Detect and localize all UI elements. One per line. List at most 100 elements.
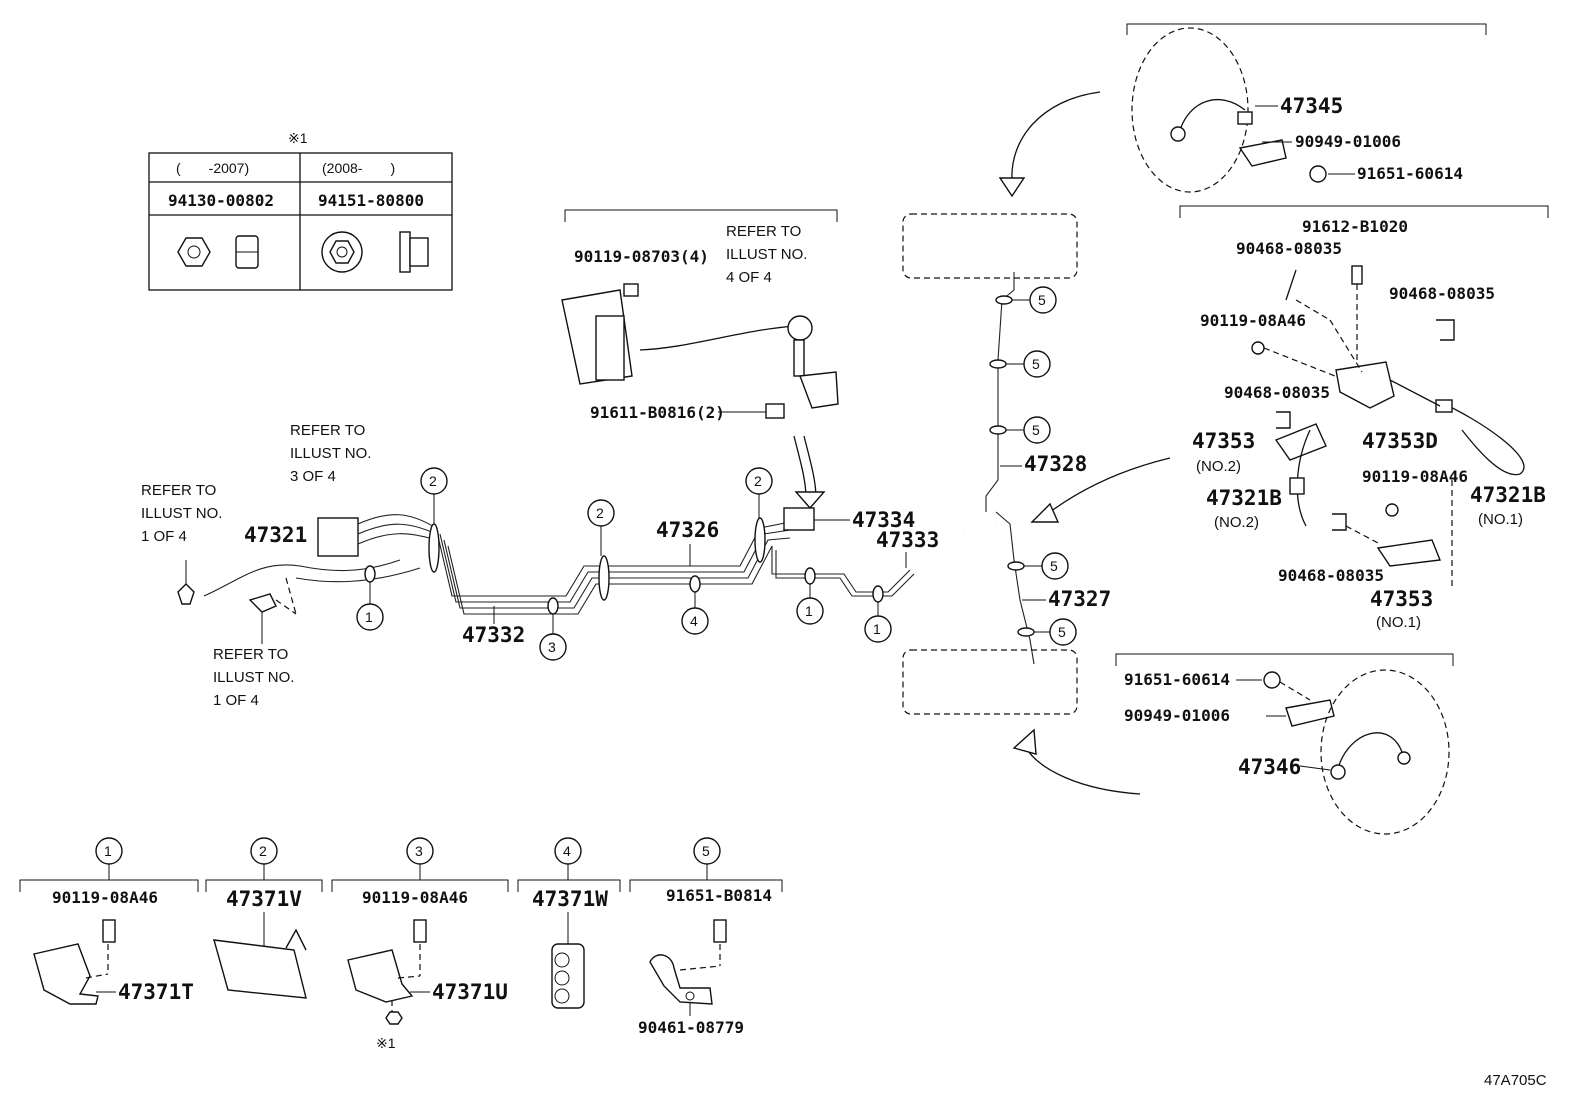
legend-2-top-part: 47371V (226, 887, 302, 911)
label-47321: 47321 (244, 523, 307, 547)
hex-nut-side-icon (235, 235, 259, 269)
callout-5-a: 5 (1012, 286, 1057, 314)
sensor-rod (639, 325, 797, 351)
svg-text:1: 1 (365, 609, 373, 625)
callout-2-c: 2 (745, 467, 773, 518)
bolt-91611-icon (765, 403, 785, 419)
arrow-down-sensor (794, 491, 826, 510)
nut-part-late: 94151-80800 (318, 191, 424, 210)
svg-text:2: 2 (754, 473, 762, 489)
legend-1-top-part: 90119-08A46 (52, 888, 158, 907)
label-90468-c: 90468-08035 (1224, 383, 1330, 402)
svg-text:1: 1 (873, 621, 881, 637)
svg-text:5: 5 (702, 843, 710, 859)
legend-5-part: 90461-08779 (638, 1018, 744, 1037)
clip-90461-icon (649, 954, 713, 1005)
label-90119-r2: 90119-08A46 (1362, 467, 1468, 486)
front-sensor-group: 47345 90949-01006 91651-60614 (1126, 23, 1487, 193)
rear-hose-group: 91612-B1020 90468-08035 90468-08035 9011… (1179, 205, 1549, 631)
legend-item-5: 5 91651-B0814 90461-08779 (629, 837, 783, 1037)
refer-4-line3: 4 OF 4 (726, 269, 772, 286)
refer-3-line2: ILLUST NO. (290, 445, 371, 462)
clamp-47371T-icon (33, 943, 99, 1005)
label-47353D: 47353D (1362, 429, 1438, 453)
label-47353-no2: 47353 (1192, 429, 1255, 453)
refer-4-line2: ILLUST NO. (726, 246, 807, 263)
label-91612: 91612-B1020 (1302, 217, 1408, 236)
bolt-icon-3 (413, 919, 427, 943)
callouts: 2 2 2 1 3 4 1 1 5 5 5 5 5 (356, 286, 1077, 661)
label-47327: 47327 (1048, 587, 1111, 611)
callout-5-e: 5 (1034, 618, 1077, 646)
clamp-47371U-icon (347, 949, 414, 1003)
label-90949-bot: 90949-01006 (1124, 706, 1230, 725)
callout-4: 4 (681, 592, 709, 635)
rear-sensor-group: 91651-60614 90949-01006 47346 (1115, 653, 1454, 835)
bolt-top-icon (1309, 165, 1327, 183)
nut-part-early: 94130-00802 (168, 191, 274, 210)
legend-1-part: 47371T (118, 980, 194, 1004)
tee-fitting (248, 593, 277, 613)
nut-table-note-mark: ※1 (288, 130, 308, 146)
label-47321B-no2: 47321B (1206, 486, 1282, 510)
diagram-code: 47A705C (1484, 1072, 1547, 1089)
arrow-top (1011, 91, 1101, 181)
clip-90468-b (1436, 319, 1455, 341)
clip-90468-d (1332, 513, 1347, 531)
callout-5-d: 5 (1024, 552, 1069, 580)
svg-text:5: 5 (1032, 422, 1040, 438)
refer-1-left-line2: ILLUST NO. (141, 505, 222, 522)
callout-5-b: 5 (1006, 350, 1051, 378)
nut-table: ※1 ( -2007) (2008- ) 94130-00802 94151-8… (148, 130, 453, 291)
bracket-47353-no2 (1274, 423, 1327, 461)
label-90119-r1: 90119-08A46 (1200, 311, 1306, 330)
label-47321B-no1: 47321B (1470, 483, 1546, 507)
clamp-legend: 1 90119-08A46 47371T 2 47371V 3 9011 (19, 837, 783, 1051)
svg-text:2: 2 (429, 473, 437, 489)
svg-text:4: 4 (563, 843, 571, 859)
svg-text:5: 5 (1050, 558, 1058, 574)
callout-1-c: 1 (864, 602, 892, 643)
label-91651-bot: 91651-60614 (1124, 670, 1230, 689)
bolt-bottom-icon (1263, 671, 1281, 689)
legend-item-3: 3 90119-08A46 47371U ※1 (331, 837, 509, 1051)
svg-text:2: 2 (259, 843, 267, 859)
label-no2-b: (NO.2) (1214, 514, 1259, 531)
svg-text:5: 5 (1032, 356, 1040, 372)
bracket-47353-no1 (1376, 539, 1441, 567)
bolt-91612-icon (1351, 265, 1363, 285)
callout-2-b: 2 (587, 499, 615, 556)
hex-nut-icon (177, 237, 211, 267)
label-47353-no1: 47353 (1370, 587, 1433, 611)
callout-2-a: 2 (420, 467, 448, 524)
label-90949-top: 90949-01006 (1295, 132, 1401, 151)
arrow-middle (1049, 457, 1171, 513)
dashed-box-bottom (902, 649, 1078, 715)
bracket-47353D (1335, 361, 1395, 409)
label-47328: 47328 (1024, 452, 1087, 476)
legend-3-part: 47371U (432, 980, 508, 1004)
legend-3-top-part: 90119-08A46 (362, 888, 468, 907)
label-90468-d: 90468-08035 (1278, 566, 1384, 585)
svg-text:1: 1 (805, 603, 813, 619)
callout-3: 3 (539, 614, 567, 661)
label-91651-top: 91651-60614 (1357, 164, 1463, 183)
label-no2-a: (NO.2) (1196, 458, 1241, 475)
sensor-joint-icon (787, 315, 813, 341)
svg-text:3: 3 (415, 843, 423, 859)
label-47346: 47346 (1238, 755, 1301, 779)
legend-4-top-part: 47371W (532, 887, 608, 911)
flange-nut-side-icon (399, 231, 429, 273)
sensor-wire-bottom (1337, 732, 1403, 769)
callout-5-c: 5 (1006, 416, 1051, 444)
label-47333: 47333 (876, 528, 939, 552)
clamp-47371W-icon (551, 943, 585, 1009)
bracket-bottom (1285, 699, 1335, 727)
refer-1-left-line1: REFER TO (141, 482, 216, 499)
arrow-bottom (1025, 747, 1141, 795)
legend-3-note: ※1 (376, 1035, 396, 1051)
nut-table-header-early: ( -2007) (176, 160, 249, 176)
callout-1-a: 1 (356, 582, 384, 631)
pipe-47328 (985, 272, 1015, 512)
